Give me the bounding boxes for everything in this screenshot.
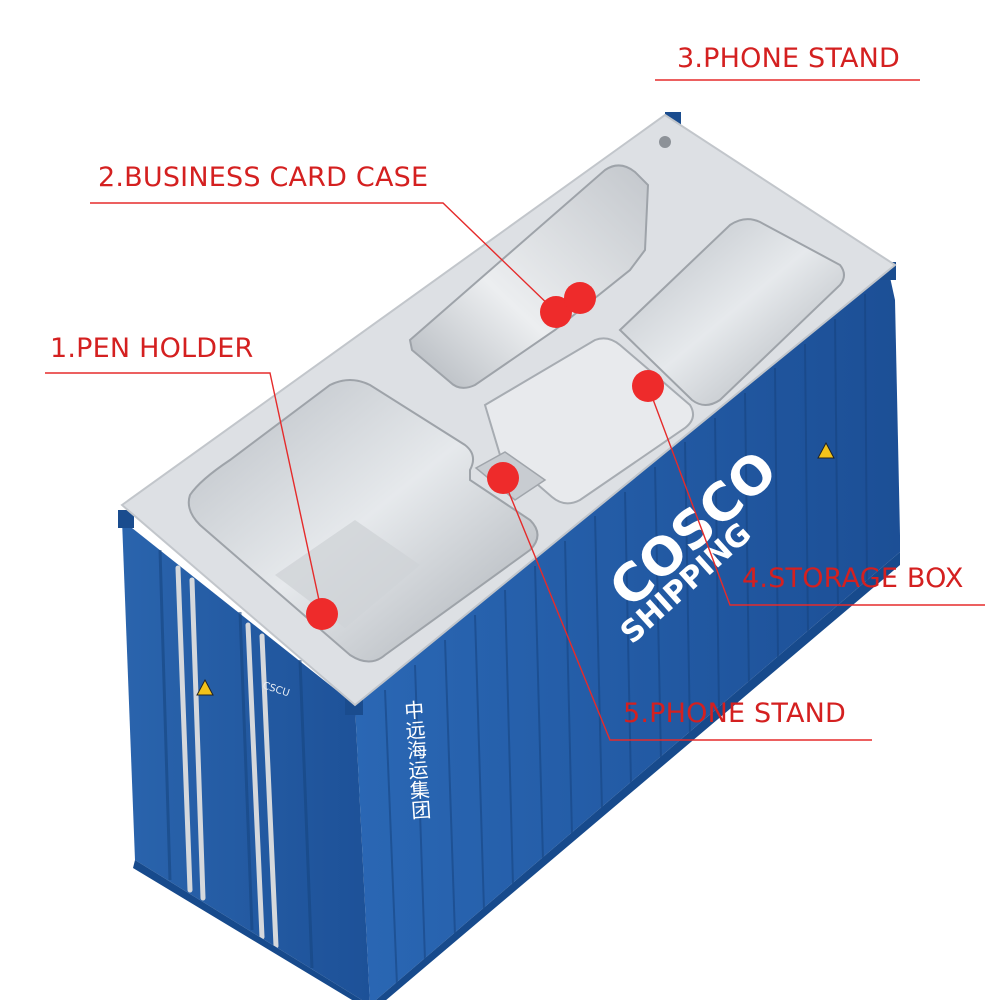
shipping-container: COSCO SHIPPING 中远海运集团 CSCU [118,112,900,1000]
door-locking-bars [175,565,279,949]
callout-label-phone-stand-rear: 3.PHONE STAND [677,43,901,74]
callout-1-marker [306,598,338,630]
callout-4-leader [647,385,985,606]
callout-1-leader [45,372,323,615]
corner-casting [118,510,134,528]
business-card-case-bin [408,164,650,389]
callout-label-storage-box: 4.STORAGE BOX [742,563,964,594]
warning-triangle-icon [196,678,214,696]
organizer-tray [120,113,897,707]
callout-markers [306,282,664,630]
callout-2-leader [90,202,557,313]
pen-holder-floor [275,520,420,628]
callout-5-leader [502,477,872,741]
tray-hole [659,136,671,148]
callout-label-business-card-case: 2.BUSINESS CARD CASE [98,162,429,193]
callout-5-marker [487,462,519,494]
callout-2-marker [540,296,572,328]
warning-triangle-icon [817,441,835,459]
door-ribs [158,549,314,969]
callout-3-marker [564,282,596,314]
callout-label-phone-stand-front: 5.PHONE STAND [623,698,847,729]
corrugation-lines [384,293,868,986]
pen-holder-bin [187,379,539,663]
callout-leaders [45,79,985,741]
callout-4-marker [632,370,664,402]
callout-label-pen-holder: 1.PEN HOLDER [50,333,254,364]
storage-box-bin [618,218,845,406]
